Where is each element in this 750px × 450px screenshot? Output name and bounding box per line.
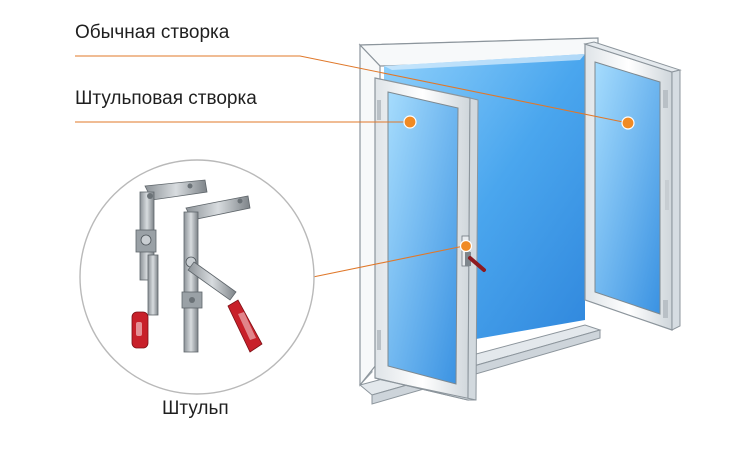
- marker-shtulp-sash: [403, 115, 417, 129]
- shtulp-sash: [374, 77, 479, 401]
- shtulp-sash-label: Штульповая створка: [75, 88, 257, 109]
- shtulp-mechanism-open: [181, 195, 263, 353]
- leader-line-shtulp: [312, 245, 465, 278]
- shtulp-mechanism-closed: [131, 179, 208, 349]
- markers: [403, 115, 635, 253]
- shtulp-handle-icon: [465, 252, 486, 272]
- leader-line-normal-sash: [75, 55, 629, 124]
- leader-lines: [75, 55, 629, 278]
- shtulp-label: Штульп: [162, 398, 229, 419]
- marker-normal-sash: [621, 116, 635, 130]
- marker-shtulp: [459, 239, 473, 253]
- normal-sash-label: Обычная створка: [75, 22, 230, 43]
- shtulp-detail-circle: [79, 159, 315, 395]
- normal-sash: [583, 41, 682, 331]
